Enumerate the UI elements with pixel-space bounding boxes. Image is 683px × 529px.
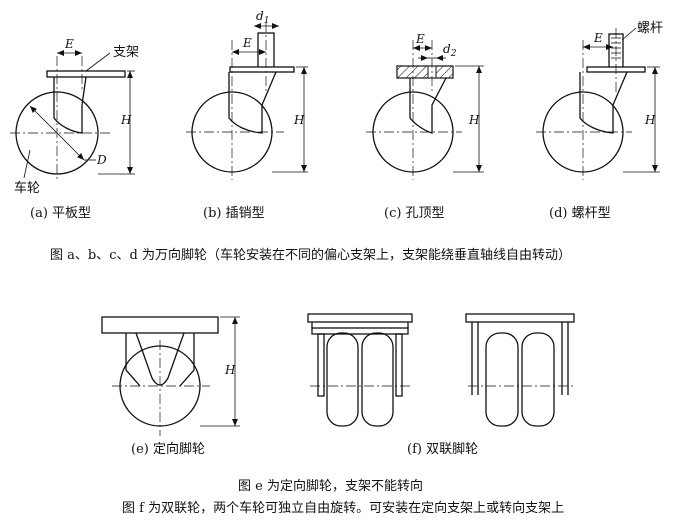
height-label: H: [644, 113, 656, 127]
caption-b: (b) 插销型: [203, 206, 265, 221]
figure-c-hole-top-caster: E d2 H (c) 孔顶型: [366, 32, 484, 221]
figure-d-screw-caster: E 螺杆 H (d) 螺杆型: [536, 21, 663, 221]
figure-f-twin-caster-1: [307, 313, 413, 427]
bracket-right-outer: [179, 333, 195, 387]
caption-e: (e) 定向脚轮: [131, 441, 205, 457]
screw-label: 螺杆: [637, 21, 663, 36]
wheel-label: 车轮: [14, 180, 40, 196]
bracket-left-outer: [125, 333, 141, 387]
swivel-bracket: [53, 76, 87, 134]
wheel-left: [485, 332, 519, 427]
height-label: H: [120, 113, 132, 127]
caption-a: (a) 平板型: [30, 206, 91, 221]
figure-e-fixed-caster: H (e) 定向脚轮: [101, 316, 240, 457]
side-arm-right: [395, 333, 403, 397]
hatched-top-block: [396, 65, 454, 79]
bottom-note-2: 图 f 为双联轮，两个车轮可独立自由旋转。可安装在定向支架上或转向支架上: [122, 500, 564, 516]
diameter-dimension: [29, 105, 85, 161]
figure-a-plate-caster: E 支架 H D 车轮 (a) 平板型: [10, 37, 139, 221]
swivel-bracket: [579, 71, 628, 134]
side-arm-left: [317, 333, 325, 397]
height-label: H: [468, 113, 480, 127]
offset-label: E: [64, 37, 74, 51]
bottom-note-1: 图 e 为定向脚轮，支架不能转向: [238, 478, 423, 494]
bracket-label: 支架: [113, 45, 139, 60]
mounting-plate: [307, 313, 413, 323]
height-label: H: [293, 113, 305, 127]
diameter-label: D: [96, 153, 107, 167]
caption-d: (d) 螺杆型: [549, 206, 611, 221]
offset-label: E: [415, 32, 425, 46]
wheel-right: [521, 332, 555, 427]
pin-diameter-label: d1: [256, 9, 269, 26]
mounting-plate: [46, 70, 126, 78]
lower-plate: [311, 327, 409, 335]
hole-diameter-label: d2: [443, 42, 457, 59]
top-plate: [229, 66, 295, 73]
figure-b-pin-caster: d1 E H (b) 插销型: [186, 9, 308, 221]
wheel-right: [361, 332, 394, 427]
caption-f: (f) 双联脚轮: [407, 441, 478, 457]
top-note: 图 a、b、c、d 为万向脚轮（车轮安装在不同的偏心支架上，支架能绕垂直轴线自由…: [50, 247, 571, 263]
swivel-bracket: [409, 77, 447, 134]
offset-label: E: [593, 31, 603, 45]
offset-label: E: [242, 36, 252, 50]
screw-leader: [621, 27, 637, 41]
wheel-leader: [23, 149, 31, 179]
height-label: H: [224, 363, 236, 377]
bracket-leader: [85, 52, 111, 72]
swivel-bracket: [228, 71, 277, 134]
mounting-plate: [465, 313, 575, 323]
wheel-left: [326, 332, 359, 427]
figure-f-twin-caster-2: [465, 313, 575, 427]
caption-c: (c) 孔顶型: [384, 206, 445, 221]
mounting-plate: [101, 316, 219, 334]
